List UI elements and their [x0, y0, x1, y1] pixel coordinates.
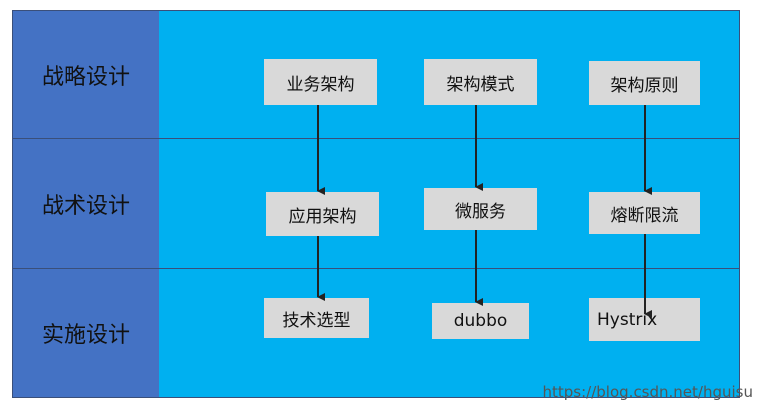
box-hystrix: Hystrix	[589, 298, 700, 341]
box-circuit-breaker: 熔断限流	[589, 192, 700, 234]
box-dubbo: dubbo	[432, 303, 529, 339]
watermark: https://blog.csdn.net/hguisu	[542, 383, 753, 401]
box-architecture-principle: 架构原则	[589, 61, 700, 105]
row-tactical: 战术设计	[12, 138, 740, 269]
row-label-strategic: 战略设计	[13, 11, 160, 138]
box-architecture-pattern: 架构模式	[424, 59, 537, 105]
row-label-implementation: 实施设计	[13, 269, 160, 397]
box-business-architecture: 业务架构	[264, 59, 377, 105]
box-application-architecture: 应用架构	[266, 192, 379, 236]
box-microservice: 微服务	[424, 188, 537, 230]
box-tech-selection: 技术选型	[264, 298, 369, 338]
row-label-tactical: 战术设计	[13, 139, 160, 268]
